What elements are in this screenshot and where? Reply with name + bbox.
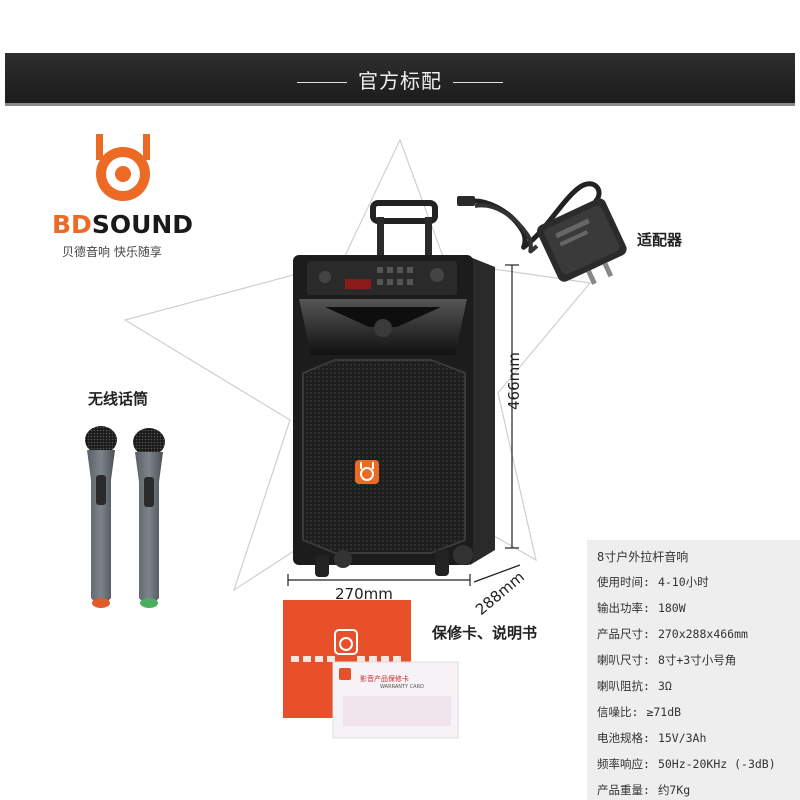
- microphone-image: [85, 426, 165, 608]
- spec-row-weight: 产品重量:约7Kg: [597, 783, 691, 797]
- warranty-card-image: [283, 600, 459, 739]
- spec-row-product-size: 产品尺寸:270x288x466mm: [597, 627, 748, 641]
- banner-divider-left: [296, 82, 347, 83]
- brand-suffix: SOUND: [91, 210, 194, 239]
- warranty-card-subtitle: WARRANTY CARD: [380, 684, 424, 690]
- spec-row-snr: 信噪比:≥71dB: [597, 705, 682, 719]
- brand-tagline: 贝德音响 快乐随享: [62, 245, 162, 259]
- warranty-card-title: 影音产品保修卡: [360, 675, 409, 683]
- microphone-label: 无线话筒: [88, 390, 149, 408]
- dimension-height: 466mm: [505, 352, 523, 410]
- spec-title: 8寸户外拉杆音响: [597, 550, 689, 564]
- spec-row-usage-time: 使用时间:4-10小时: [597, 575, 709, 589]
- spec-row-frequency-response: 频率响应:50Hz-20KHz (-3dB): [597, 757, 776, 771]
- spec-row-speaker-size: 喇叭尺寸:8寸+3寸小号角: [597, 653, 737, 667]
- brand-prefix: BD: [52, 210, 92, 239]
- bd-logo-icon: [96, 134, 150, 201]
- speaker-image: [293, 200, 495, 577]
- spec-row-output-power: 输出功率:180W: [597, 601, 686, 615]
- banner-divider-right: [453, 82, 504, 83]
- power-adapter-image: [457, 181, 627, 285]
- spec-row-battery: 电池规格:15V/3Ah: [597, 731, 707, 745]
- dimension-width: 270mm: [335, 585, 393, 603]
- spec-row-impedance: 喇叭阻抗:3Ω: [597, 679, 672, 693]
- warranty-label: 保修卡、说明书: [432, 624, 538, 642]
- banner-title: 官方标配: [358, 69, 442, 93]
- adapter-label: 适配器: [637, 231, 683, 249]
- header-banner: 官方标配: [5, 53, 795, 106]
- spec-panel: 8寸户外拉杆音响 使用时间:4-10小时 输出功率:180W 产品尺寸:270x…: [587, 540, 800, 800]
- brand-wordmark: BDSOUND: [52, 210, 193, 239]
